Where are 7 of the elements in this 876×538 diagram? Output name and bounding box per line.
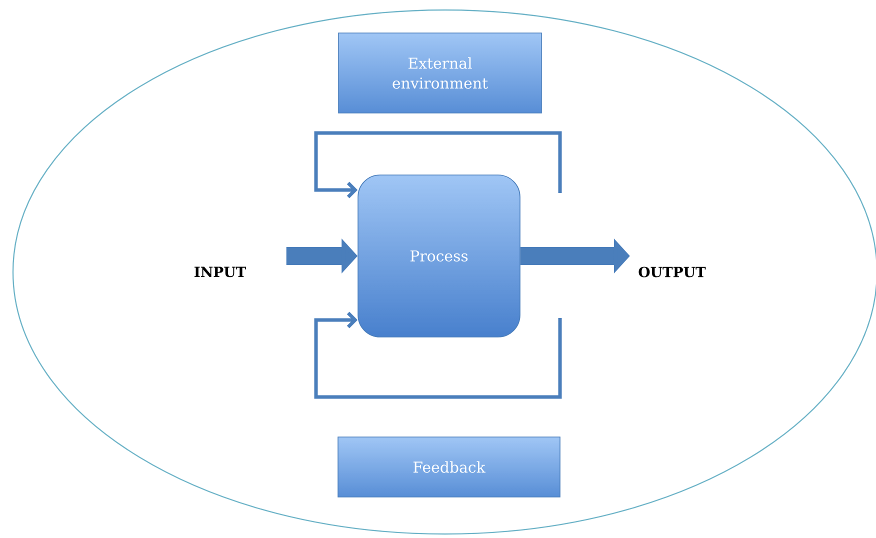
io-label: OUTPUT: [638, 266, 706, 278]
label-box: Feedback: [338, 436, 560, 498]
process-box: Process: [358, 174, 520, 338]
arrow: [314, 131, 562, 198]
arrow: [314, 312, 562, 399]
io-label: INPUT: [194, 266, 246, 278]
label-box: External environment: [338, 32, 542, 114]
